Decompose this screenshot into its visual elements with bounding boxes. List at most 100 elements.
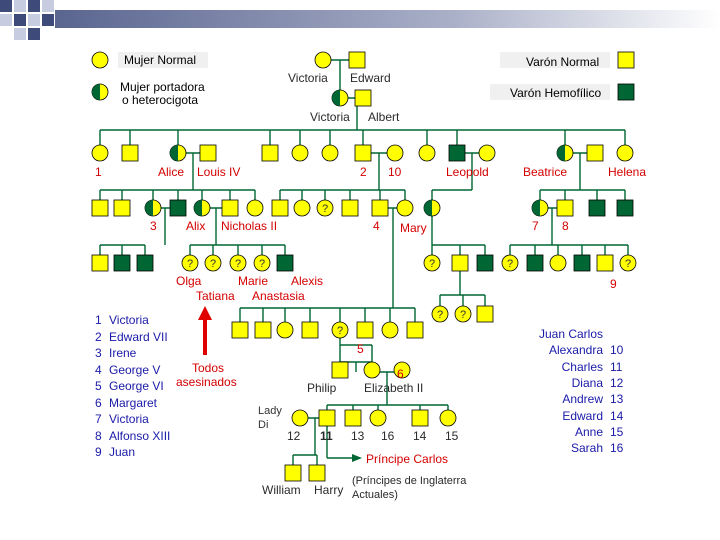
male-square [121,144,139,162]
unknown-circle [423,254,441,272]
unknown-circle [454,305,472,323]
legend-heterocigota: o heterocigota [122,93,199,107]
right-list-num: 16 [610,441,624,456]
unknown-mark: ? [460,309,466,321]
label-num-12-gen: 12 [287,429,301,443]
male-square [284,464,302,482]
female-circle [439,409,457,427]
unknown-circle [316,199,334,217]
label-tatiana: Tatiana [196,289,235,303]
legend-mujer-normal: Mujer Normal [124,53,197,67]
female-circle [393,361,411,379]
unknown-circle [229,254,247,272]
unknown-circle [204,254,222,272]
male-square [616,199,634,217]
label-num-10: 10 [388,165,402,179]
legend-male-normal-square [617,51,635,69]
label-num-7: 7 [532,219,539,233]
right-list-name: Diana [571,375,603,390]
male-square [354,89,372,107]
male-square [113,199,131,217]
label-elizabeth-ii: Elizabeth II [364,381,424,395]
female-circle [386,144,404,162]
left-list-name: Victoria [109,412,149,426]
unknown-mark: ? [210,258,216,270]
label-victoria-mother: Victoria [288,71,328,85]
male-square [91,254,109,272]
label-anastasia: Anastasia [252,289,305,303]
label-alix: Alix [186,219,206,233]
male-square [356,321,374,339]
label-lady: Lady [258,405,282,417]
todos-asesinados-arrow [198,306,212,355]
right-list-name: Charles [561,359,603,374]
unknown-mark: ? [235,258,241,270]
unknown-mark: ? [259,258,265,270]
legend-varon-normal: Varón Normal [526,55,600,69]
right-list-name: Alexandra [548,343,603,358]
left-list-name: Margaret [109,395,158,410]
label-beatrice: Beatrice [523,165,568,179]
legend-male-hemophilic-square [617,83,635,101]
label-num-11-gen: 11 [320,429,333,443]
carrier-half [332,90,340,106]
female-circle [91,144,109,162]
left-list-num: 3 [95,346,102,360]
male-square [406,321,424,339]
male-square [113,254,131,272]
unknown-mark: ? [322,203,328,215]
female-circle [276,321,294,339]
male-square [318,409,336,427]
female-circle [396,199,414,217]
label-num-14-gen: 14 [413,429,427,443]
female-circle [549,254,567,272]
unknown-mark: ? [337,325,343,337]
label-leopold: Leopold [446,165,489,179]
carrier-half [424,200,432,216]
label-num-5: 5 [357,342,364,356]
male-square [231,321,249,339]
label-num-1: 1 [95,165,102,179]
legend-box [500,52,610,68]
male-square [221,199,239,217]
unknown-circle [431,305,449,323]
right-list-name: Sarah [570,441,603,456]
label-harry: Harry [314,483,344,497]
left-list-num: 9 [95,445,102,459]
unknown-circle [253,254,271,272]
carrier-half [532,200,540,216]
female-circle [291,409,309,427]
left-list-num: 2 [95,329,102,344]
male-square [331,361,349,379]
legend-varon-hemofilico: Varón Hemofílico [510,86,602,100]
label-olga: Olga [176,274,202,288]
label-alexis: Alexis [291,274,324,288]
male-square [301,321,319,339]
pedigree-lines [99,59,629,465]
male-square [411,409,429,427]
right-list-num: 12 [610,375,624,390]
female-circle [418,144,436,162]
label-marie: Marie [238,274,269,288]
left-list-name: George VI [109,379,164,393]
male-square [354,144,372,162]
female-circle [478,144,496,162]
label-num-2: 2 [360,165,367,179]
male-square [448,144,466,162]
label-william: William [262,483,301,497]
female-circle [616,144,634,162]
left-list-name: Alfonso XIII [109,428,171,443]
male-square [254,321,272,339]
left-list-num: 1 [95,313,102,327]
unknown-circle [619,254,637,272]
carrier-half [557,145,565,161]
unknown-circle [181,254,199,272]
legend-box [118,52,208,68]
male-square [596,254,614,272]
unknown-mark: ? [437,309,443,321]
label-actuales: Actuales) [352,489,398,501]
label-louis-iv: Louis IV [197,165,241,179]
legend-box [490,84,610,100]
male-square [344,409,362,427]
